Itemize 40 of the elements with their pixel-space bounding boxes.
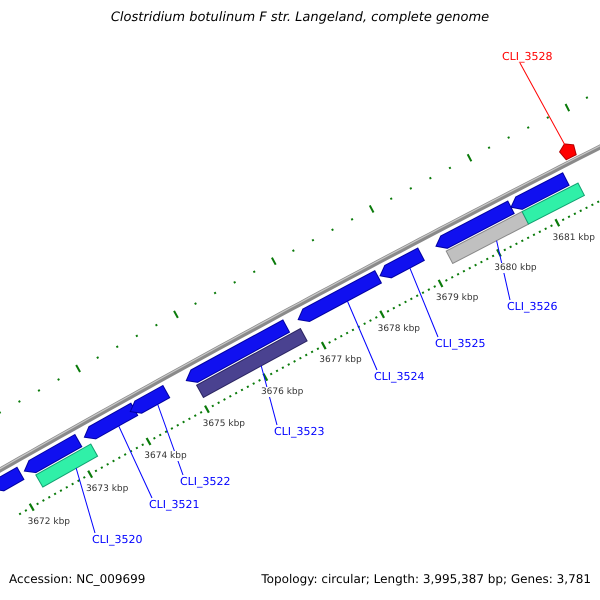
gene-label: CLI_3520	[92, 533, 143, 546]
gene-segment	[379, 247, 425, 278]
leader-line	[520, 62, 566, 146]
gene-bar	[521, 182, 586, 225]
scale-label: 3680 kbp	[493, 262, 538, 273]
gene-label: CLI_3524	[374, 370, 425, 383]
gene-segment	[24, 434, 82, 474]
scale-label: 3675 kbp	[202, 418, 246, 429]
gene-segment	[186, 319, 290, 383]
scale-label: 3674 kbp	[143, 451, 188, 462]
gene-segment	[435, 200, 515, 249]
gene-marker	[558, 143, 577, 160]
genome-info-text: Topology: circular; Length: 3,995,387 bp; Genes: 3,781	[261, 572, 591, 586]
gene-segment	[130, 384, 170, 414]
scale-label: 3676 kbp	[260, 387, 304, 397]
gene-label: CLI_3525	[435, 337, 486, 350]
gene-label: CLI_3522	[180, 475, 231, 488]
gene-segment	[510, 172, 570, 210]
gene-label: CLI_3528	[502, 50, 553, 63]
scale-label: 3677 kbp	[318, 355, 363, 366]
gene-label: CLI_3523	[274, 425, 325, 438]
title: Clostridium botulinum F str. Langeland, complete genome	[110, 10, 490, 25]
leader-line	[157, 404, 184, 476]
scale-label: 3681 kbp	[552, 232, 596, 243]
gene-label: CLI_3526	[507, 300, 558, 313]
gene-segment	[84, 402, 138, 440]
gene-bar	[446, 210, 530, 264]
gene-bar	[196, 328, 308, 398]
accession-text: Accession: NC_009699	[9, 572, 146, 586]
leader-line	[409, 267, 438, 338]
gene-label: CLI_3521	[149, 498, 200, 511]
gene-segment	[0, 466, 25, 492]
leader-line	[76, 468, 96, 534]
scale-label: 3678 kbp	[376, 324, 421, 334]
gene-segment	[297, 270, 382, 322]
scale-label: 3672 kbp	[26, 516, 72, 527]
leader-line	[346, 300, 378, 370]
scale-label: 3673 kbp	[84, 484, 130, 494]
scale-label: 3679 kbp	[434, 293, 480, 304]
leader-line	[118, 426, 152, 498]
